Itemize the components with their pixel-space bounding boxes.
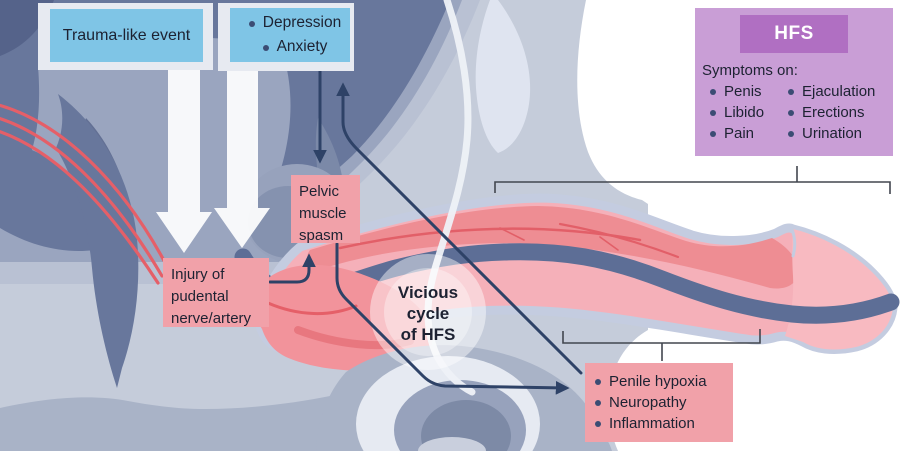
bracket-top (494, 181, 891, 194)
cycle-line: cycle (406, 304, 450, 323)
list-item: Libido (710, 103, 788, 123)
list-item: Penis (710, 82, 788, 102)
bullet-icon (788, 110, 794, 116)
list-item: Pain (710, 124, 788, 144)
list-item: Depression (248, 13, 342, 33)
artery-lines (0, 103, 170, 285)
symptom-label: Penis (724, 82, 762, 100)
depression-anxiety-box: Depression Anxiety (218, 3, 354, 71)
scrotum-illustration (316, 345, 601, 451)
trauma-event-box: Trauma-like event (38, 3, 213, 70)
pelvic-muscle-spasm-box: Pelvic muscle spasm (291, 175, 360, 244)
penis-brackets (494, 166, 891, 361)
list-item: Penile hypoxia (595, 371, 723, 392)
symptom-label: Ejaculation (802, 82, 876, 100)
list-item: Anxiety (262, 37, 328, 57)
outcome-label: Penile hypoxia (609, 373, 707, 390)
vicious-cycle-label: Vicious cycle of HFS (366, 282, 490, 345)
hfs-subtitle: Symptoms on: (702, 62, 798, 79)
bladder-shape (475, 0, 531, 153)
bullet-icon (262, 44, 269, 51)
mood-item-label: Anxiety (276, 38, 328, 55)
bullet-icon (248, 20, 255, 27)
list-item: Inflammation (595, 413, 723, 434)
hfs-title: HFS (740, 15, 848, 53)
symptom-label: Libido (724, 103, 765, 121)
bullet-icon (788, 131, 794, 137)
arrow-outcomes-to-mood (336, 82, 583, 375)
penis-illustration (234, 193, 900, 371)
outcome-label: Neuropathy (609, 394, 687, 411)
vicious-cycle-glow (370, 254, 486, 370)
urethra-ribbon (424, 0, 476, 396)
list-item: Ejaculation (788, 82, 893, 102)
cycle-line: of HFS (400, 325, 456, 344)
symptom-label: Pain (724, 124, 755, 142)
outcome-label: Inflammation (609, 415, 695, 432)
corona-line (789, 225, 797, 258)
symptom-label: Urination (802, 124, 863, 142)
mood-item-label: Depression (262, 14, 342, 31)
bullet-icon (595, 421, 601, 427)
symptom-label: Erections (802, 103, 865, 121)
penile-outcomes-box: Penile hypoxia Neuropathy Inflammation (585, 363, 733, 442)
white-down-arrow (214, 67, 270, 248)
trauma-impact-arrows (156, 67, 270, 253)
hfs-symptoms-box: HFS Symptoms on: Penis Libido Pain Ejacu… (695, 8, 893, 156)
trauma-event-label: Trauma-like event (62, 26, 191, 44)
hfs-symptom-list: Penis Libido Pain Ejaculation Erections … (710, 81, 893, 144)
cycle-line: Vicious (397, 283, 459, 302)
bullet-icon (595, 400, 601, 406)
bullet-icon (595, 379, 601, 385)
list-item: Erections (788, 103, 893, 123)
bullet-icon (788, 89, 794, 95)
corpus-cavernosum (307, 206, 799, 289)
arrow-injury-to-spasm (268, 253, 316, 284)
vein-lines (338, 222, 680, 259)
flow-arrows (268, 68, 583, 395)
bullet-icon (710, 89, 716, 95)
arrow-spasm-to-outcomes (335, 242, 570, 395)
list-item: Urination (788, 124, 893, 144)
bullet-icon (710, 110, 716, 116)
bullet-icon (710, 131, 716, 137)
white-down-arrow (156, 67, 212, 253)
list-item: Neuropathy (595, 392, 723, 413)
pudendal-injury-box: Injury of pudental nerve/artery (163, 258, 269, 327)
